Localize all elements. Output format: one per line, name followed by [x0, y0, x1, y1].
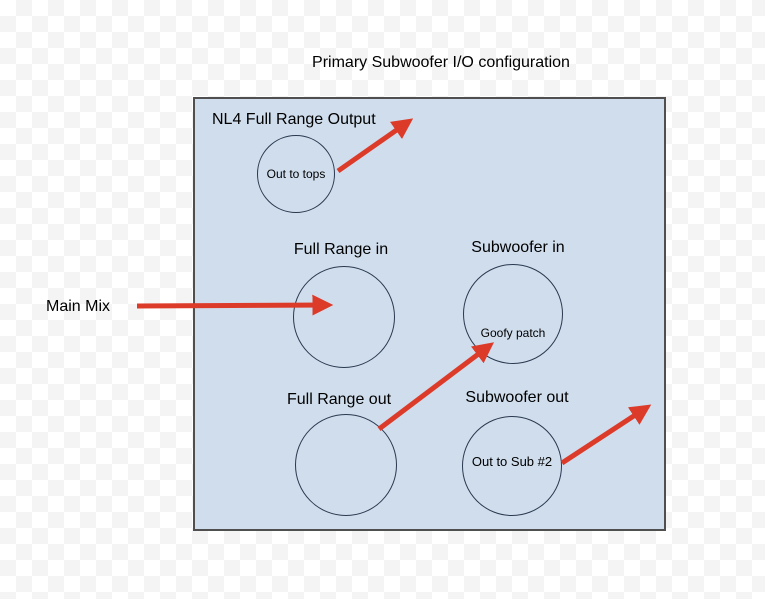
panel-header-label: NL4 Full Range Output	[212, 111, 376, 128]
diagram-title: Primary Subwoofer I/O configuration	[312, 54, 570, 71]
connector-circle-subwoofer-in: Goofy patch	[463, 264, 563, 364]
connector-text-out-to-sub-2: Out to Sub #2	[471, 454, 553, 469]
connector-text-goofy-patch: Goofy patch	[480, 326, 546, 340]
connector-circle-full-range-in	[293, 266, 395, 368]
connector-circle-subwoofer-out: Out to Sub #2	[462, 416, 562, 516]
connector-text-out-to-tops: Out to tops	[266, 167, 326, 181]
label-subwoofer-in: Subwoofer in	[471, 239, 565, 256]
main-mix-label: Main Mix	[46, 298, 111, 315]
label-subwoofer-out: Subwoofer out	[465, 389, 569, 406]
label-full-range-in: Full Range in	[293, 241, 389, 258]
connector-circle-out-to-tops: Out to tops	[257, 135, 335, 213]
connector-circle-full-range-out	[295, 414, 397, 516]
label-full-range-out: Full Range out	[286, 391, 392, 408]
